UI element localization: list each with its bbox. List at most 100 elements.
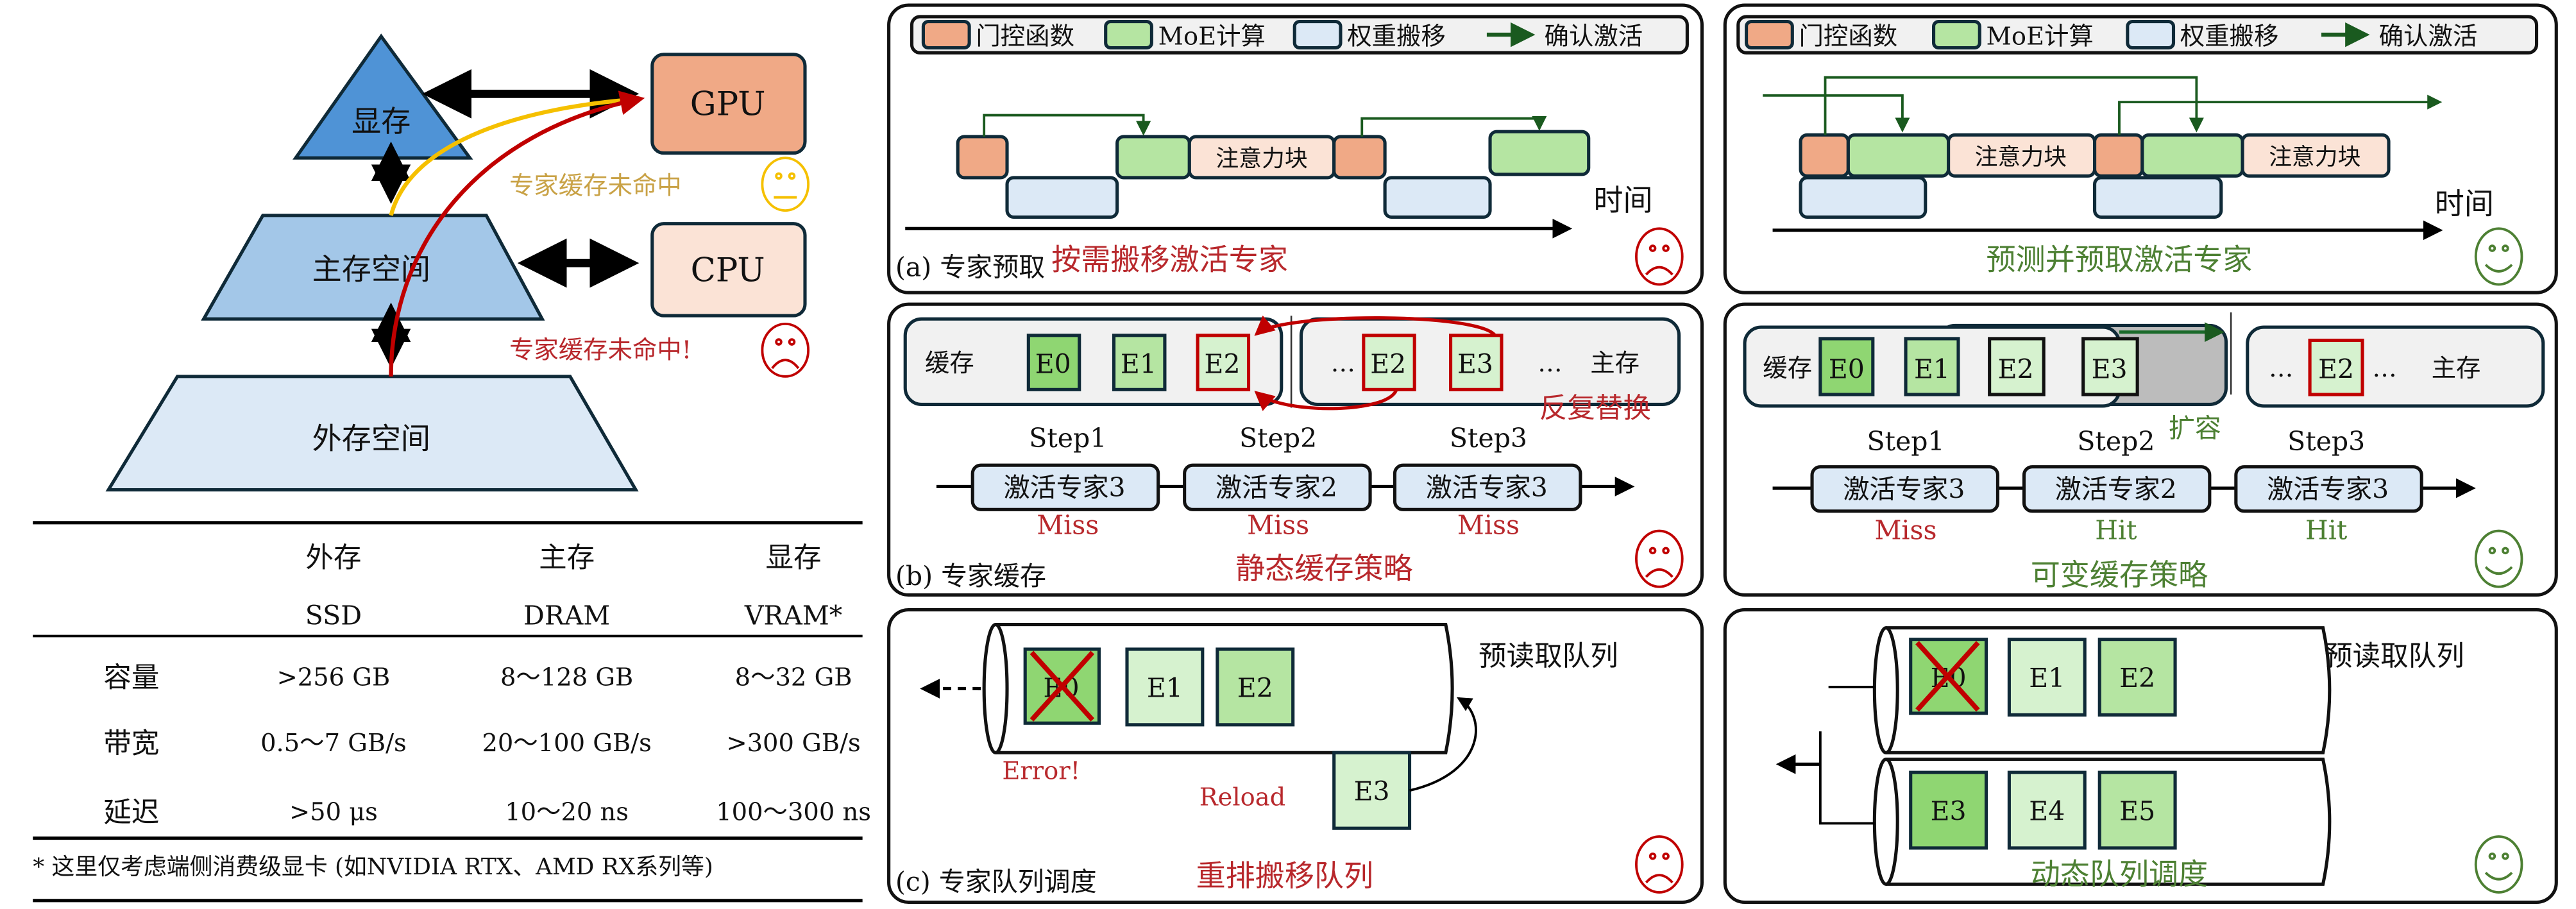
expert-label: E1 [1121,349,1157,380]
memory-hierarchy: 显存 主存空间 外存空间 GPU CPU 专家缓存未命中 专家缓存未命中! [105,33,810,492]
header-external: 外存 [305,542,361,574]
time-label: 时间 [2435,186,2494,221]
severe-miss-text: 专家缓存未命中! [509,336,691,365]
expert-block [2308,338,2364,396]
result-label: Miss [1247,510,1309,541]
attention-label: 注意力块 [1216,146,1307,172]
activation-box [2234,465,2423,513]
legend: 门控函数 MoE计算 权重搬移 确认激活 [1736,15,2539,55]
moe-block [2140,133,2244,178]
expert-label: E1 [2029,663,2065,693]
header-dram: DRAM [523,600,610,631]
header-vram-en: VRAM* [744,600,842,631]
mild-miss-text: 专家缓存未命中 [509,172,682,201]
step-label: Step3 [2287,426,2365,457]
moe-block [1115,135,1191,180]
gpu-label: GPU [690,85,766,124]
expert-block [2081,337,2139,396]
ellipsis: … [1538,349,1562,378]
legend-transfer-swatch [2126,20,2176,50]
transfer-block [1799,176,1928,219]
panel-label: (a) 专家预取 [895,252,1045,283]
expert-label: E2 [1370,349,1406,380]
expert-block [1196,334,1251,391]
gate-block [1332,135,1387,180]
legend-confirm-label: 确认激活 [2379,22,2478,51]
legend-moe-swatch [1932,20,1981,50]
result-label: Miss [1874,514,1936,545]
legend-gate-swatch [1745,20,1794,50]
expert-block [1112,334,1167,391]
transfer-block [2093,176,2223,219]
row-label: 容量 [103,662,159,694]
expert-block [1904,337,1960,396]
neutral-face-icon [761,157,810,212]
ellipsis: … [2269,354,2293,383]
panel-a-good: 门控函数 MoE计算 权重搬移 确认激活 注意力块 注意力块 时间 预测并预取激… [1723,3,2558,294]
transfer-block [1005,176,1119,219]
attention-label: 注意力块 [1975,144,2067,170]
confirm-arrow [1763,94,1910,133]
cell: >50 μs [289,797,378,826]
panel-c-good: E0 E1 E2 E3 E4 E5 预读取队列 动态队列调度 [1723,607,2558,904]
sad-face-icon [1635,227,1684,286]
expert-block [1332,751,1412,830]
error-label: Error! [1002,756,1080,785]
table-row: 容量 >256 GB 8～128 GB 8～32 GB [103,662,852,694]
queue-label: 预读取队列 [2325,641,2464,673]
bad-caption: 重排搬移队列 [1196,858,1374,893]
expert-block [1216,647,1295,727]
external-storage-label: 外存空间 [312,421,430,456]
result-label: Hit [2095,514,2137,545]
cross-icon [1915,641,1980,712]
result-label: Hit [2305,514,2348,545]
expert-label: E3 [2092,353,2128,384]
attention-label: 注意力块 [2269,144,2360,170]
moe-block [1488,130,1591,176]
bad-caption: 按需搬移激活专家 [1051,242,1288,276]
header-main: 主存 [539,542,595,574]
expert-block [1125,647,1205,727]
vram-label: 显存 [352,104,411,139]
table-row: 带宽 0.5～7 GB/s 20～100 GB/s >300 GB/s [103,727,860,760]
ellipsis: … [1331,349,1355,378]
step-label: Step2 [1239,423,1317,454]
cache-label: 缓存 [1763,354,1812,383]
good-caption: 动态队列调度 [2031,856,2208,891]
expert-label: E1 [1914,353,1950,384]
panel-label: (c) 专家队列调度 [895,867,1097,897]
table-footnote: * 这里仅考虑端侧消费级显卡 (如NVIDIA RTX、AMD RX系列等) [33,854,713,880]
gate-block [1799,133,1850,178]
legend-gate-label: 门控函数 [976,22,1074,51]
result-label: Miss [1457,510,1520,541]
moe-block [1846,133,1951,178]
gpu-box [650,53,807,155]
cache-label: 缓存 [925,349,974,378]
queue-label: 预读取队列 [1479,641,1618,673]
smiley-face-icon [2474,529,2523,588]
reload-arrow [1409,697,1477,792]
confirm-arrow [2118,94,2443,135]
expand-label: 扩容 [2169,413,2221,444]
expert-block [2007,770,2087,850]
good-caption: 可变缓存策略 [2031,557,2208,592]
external-storage-trapezoid [105,375,639,492]
expert-block [2007,638,2087,717]
cross-icon [1030,650,1095,722]
table-row: 延迟 >50 μs 10～20 ns 100～300 ns [103,797,871,829]
cpu-box [650,222,807,318]
activation-label: 激活专家3 [2267,473,2389,504]
gate-block [2093,133,2144,178]
activation-box [2022,465,2212,513]
confirm-arrow [983,114,1151,137]
bad-caption: 静态缓存策略 [1235,551,1413,586]
expert-label: E0 [1829,353,1865,384]
expert-block [1448,334,1504,391]
cell: >300 GB/s [726,729,860,758]
expert-label: E0 [1035,349,1071,380]
ellipsis: … [2372,354,2396,383]
confirm-arrow [1360,115,1547,137]
time-label: 时间 [1593,183,1652,217]
attention-block [2241,133,2391,178]
